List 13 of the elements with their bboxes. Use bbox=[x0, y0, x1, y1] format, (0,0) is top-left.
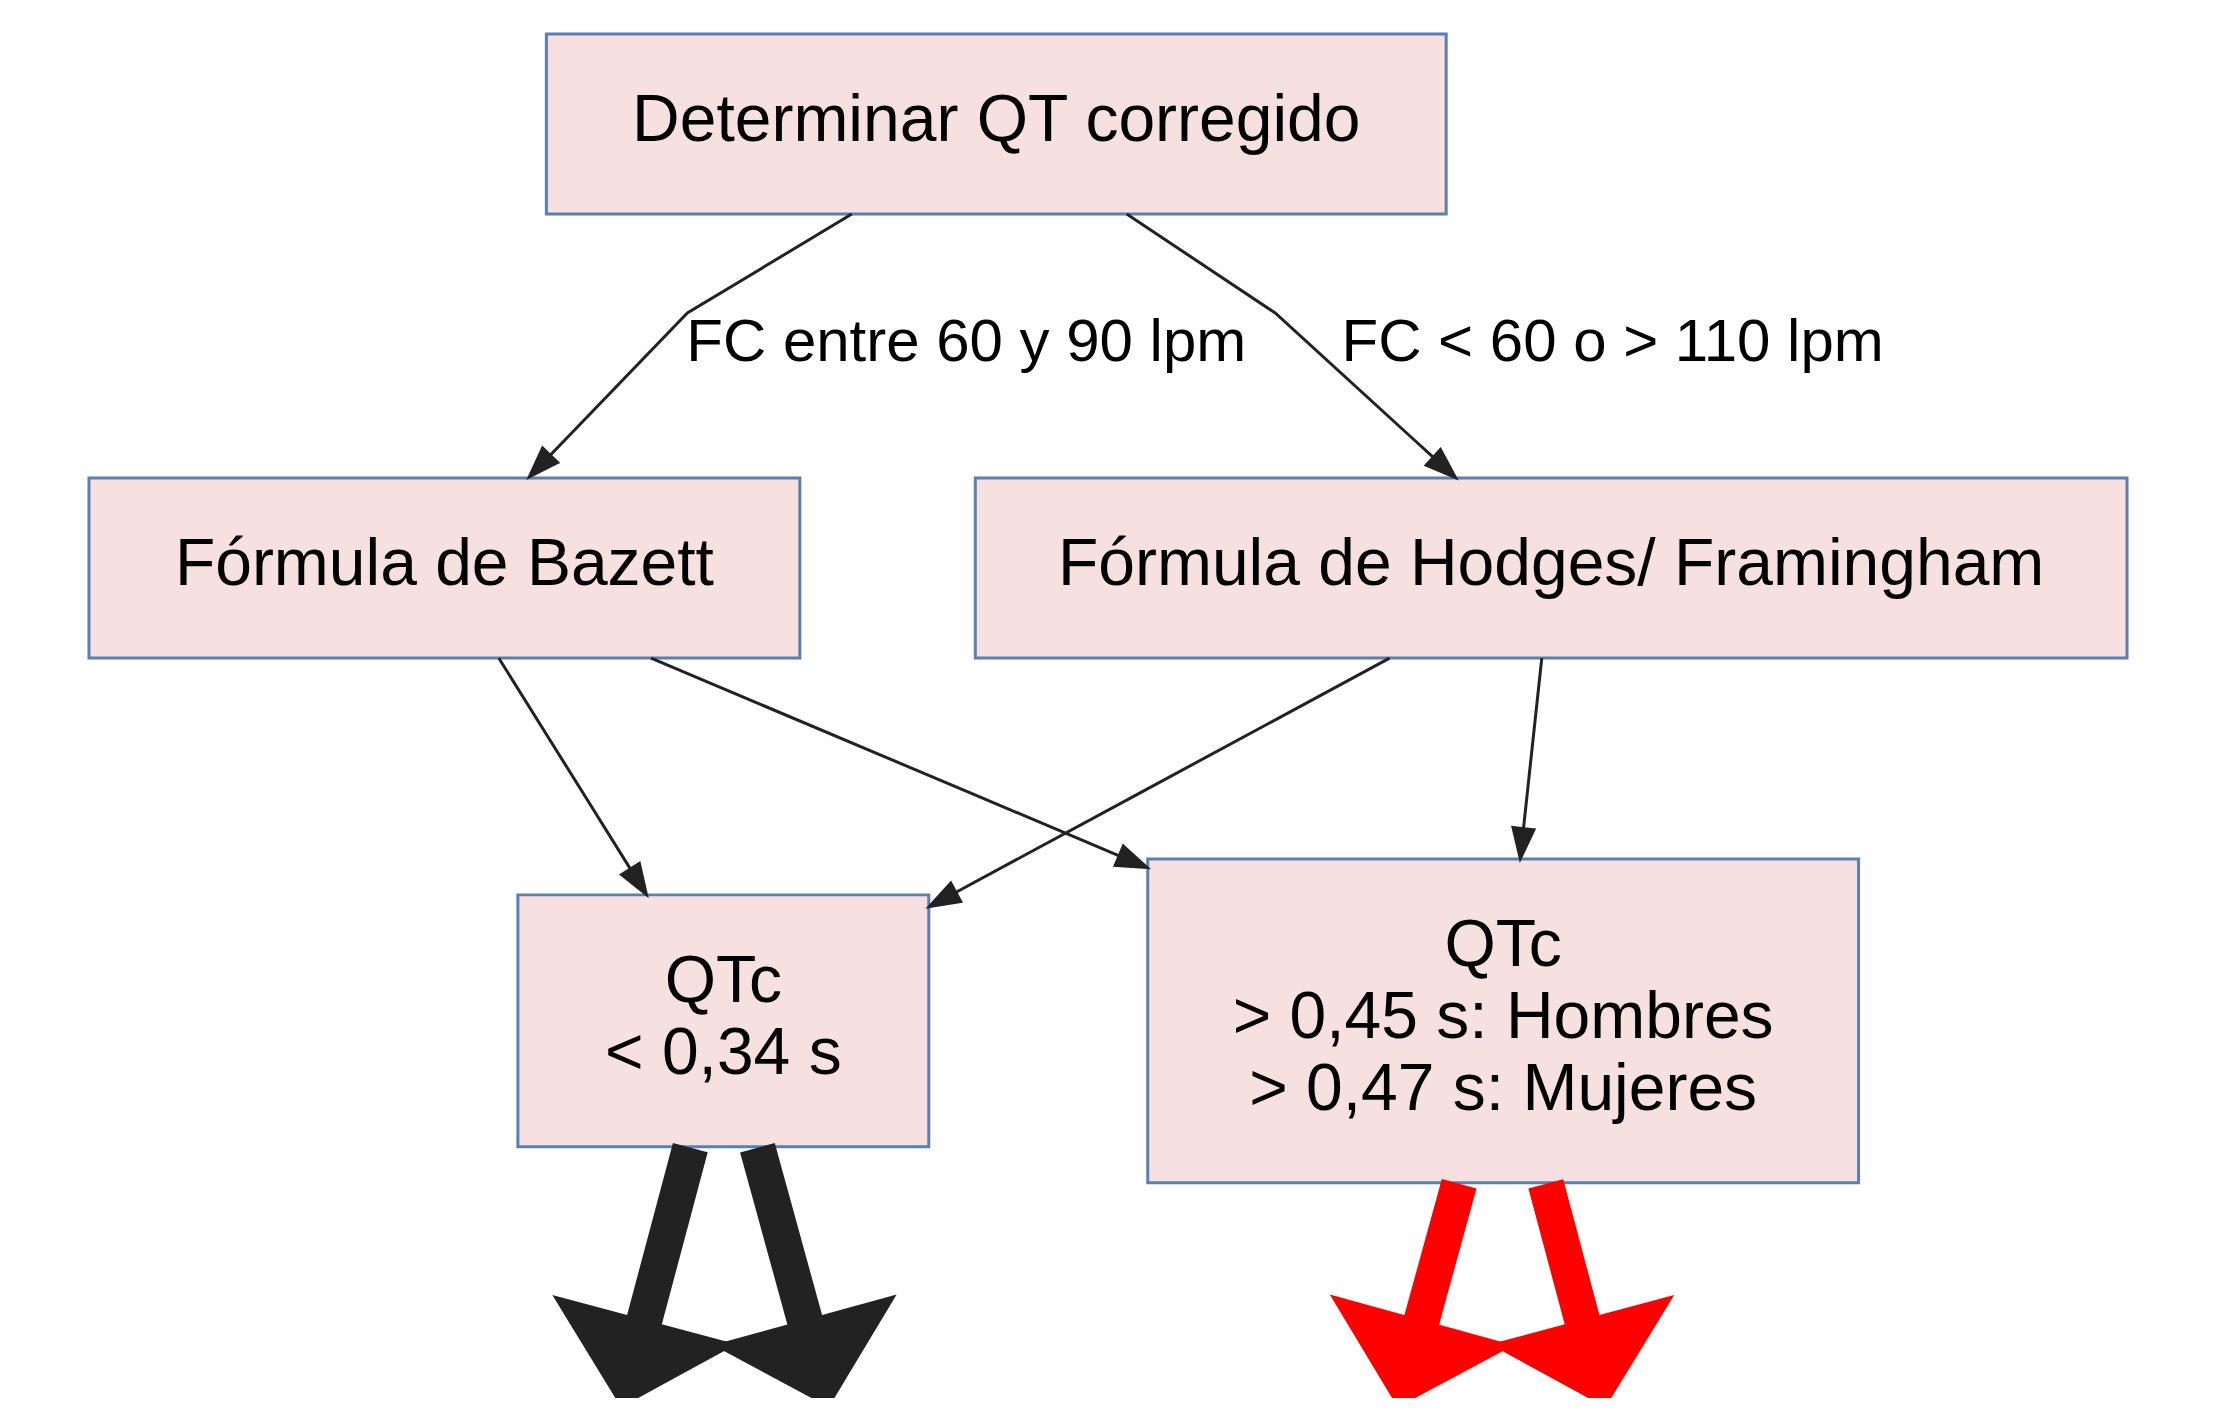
arrow bbox=[650, 656, 1152, 869]
edge-label: FC < 60 o > 110 lpm bbox=[1341, 306, 1884, 374]
arrow bbox=[925, 656, 1391, 909]
node-box: QTc < 0,34 s bbox=[516, 892, 931, 1148]
edge-label: FC entre 60 y 90 lpm bbox=[686, 306, 1247, 374]
node-box: QTc > 0,45 s: Hombres > 0,47 s: Mujeres bbox=[1146, 856, 1861, 1184]
arrow bbox=[497, 656, 649, 898]
arrow bbox=[526, 212, 853, 480]
arrow bbox=[1125, 212, 1459, 481]
node-box: Fórmula de Hodges/ Framingham bbox=[973, 476, 2129, 659]
node-box: Fórmula de Bazett bbox=[87, 476, 802, 659]
node-box: Determinar QT corregido bbox=[544, 32, 1448, 216]
arrow bbox=[1511, 657, 1544, 863]
